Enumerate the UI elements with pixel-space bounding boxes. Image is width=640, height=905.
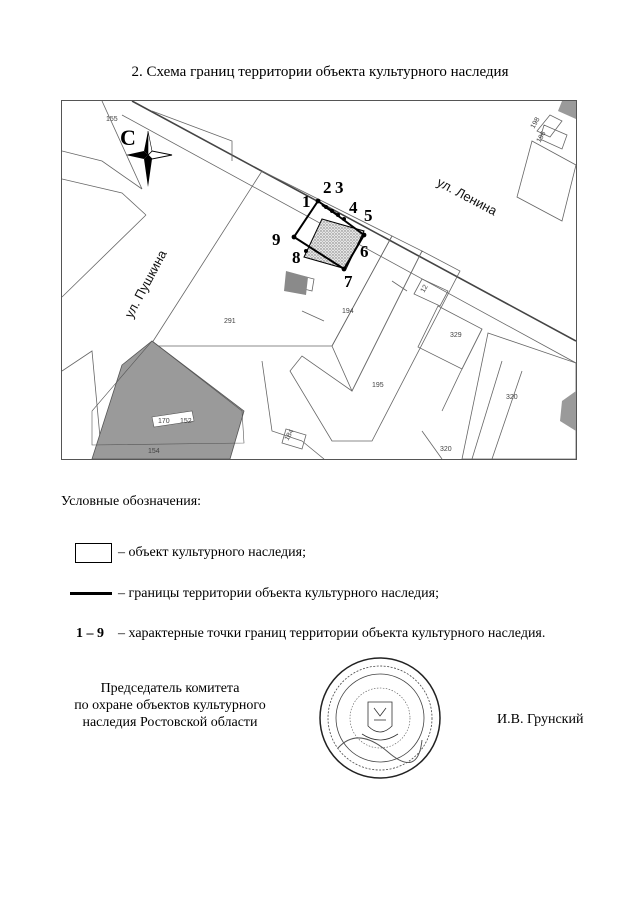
legend-points-key: 1 – 9 bbox=[76, 626, 104, 641]
parcel-label: 329 bbox=[450, 332, 462, 339]
boundary-point-label: 4 bbox=[349, 198, 358, 217]
page-title: 2. Схема границ территории объекта культ… bbox=[131, 64, 509, 80]
signatory-role-line: Председатель комитета bbox=[100, 681, 240, 696]
boundary-point-label: 2 bbox=[323, 178, 332, 197]
signatory-role: Председатель комитета по охране объектов… bbox=[60, 680, 280, 731]
parcel-lines bbox=[62, 101, 576, 459]
parcel-label: 170 bbox=[158, 418, 170, 425]
north-letter: С bbox=[120, 125, 136, 150]
legend-heading: Условные обозначения: bbox=[61, 494, 202, 509]
boundary-point-label: 6 bbox=[360, 242, 369, 261]
parcel-label: 198 bbox=[530, 116, 542, 130]
boundary-point-markers bbox=[291, 198, 367, 272]
legend-points-text: – характерные точки границ территории об… bbox=[118, 626, 546, 641]
boundary-point-label: 9 bbox=[272, 230, 281, 249]
legend-boundary-text: – границы территории объекта культурного… bbox=[118, 586, 439, 601]
legend-boundary-symbol bbox=[70, 592, 112, 595]
map-drawing: С ул. Ленина ул. Пушкина 155 198 196 291… bbox=[62, 101, 576, 459]
parcel-label: 184 bbox=[284, 428, 296, 442]
north-arrow: С bbox=[120, 125, 173, 187]
legend-object-symbol bbox=[75, 543, 112, 563]
official-seal bbox=[319, 657, 441, 779]
parcel-label: 194 bbox=[342, 308, 354, 315]
parcel-label: 155 bbox=[106, 116, 118, 123]
parcel-label: 196 bbox=[536, 130, 548, 144]
gray-buildings bbox=[91, 101, 576, 459]
parcel-label: 154 bbox=[148, 448, 160, 455]
boundary-point-label: 1 bbox=[302, 192, 311, 211]
signatory-role-line: наследия Ростовской области bbox=[82, 715, 258, 730]
parcel-label: 291 bbox=[224, 318, 236, 325]
boundary-point-label: 8 bbox=[292, 248, 301, 267]
street-label-pushkina: ул. Пушкина bbox=[121, 247, 170, 321]
parcel-label: 320 bbox=[440, 446, 452, 453]
parcel-label: 320 bbox=[506, 394, 518, 401]
boundary-point-label: 3 bbox=[335, 178, 344, 197]
parcel-label: 195 bbox=[372, 382, 384, 389]
street-label-lenina: ул. Ленина bbox=[435, 174, 501, 218]
site-map: С ул. Ленина ул. Пушкина 155 198 196 291… bbox=[61, 100, 577, 460]
boundary-point-label: 7 bbox=[344, 272, 353, 291]
parcel-label: 12 bbox=[420, 284, 430, 294]
parcel-label: 152 bbox=[180, 418, 192, 425]
boundary-point-label: 5 bbox=[364, 206, 373, 225]
legend-object-text: – объект культурного наследия; bbox=[118, 545, 306, 560]
signatory-role-line: по охране объектов культурного bbox=[74, 698, 266, 713]
signatory-name: И.В. Грунский bbox=[497, 712, 584, 727]
